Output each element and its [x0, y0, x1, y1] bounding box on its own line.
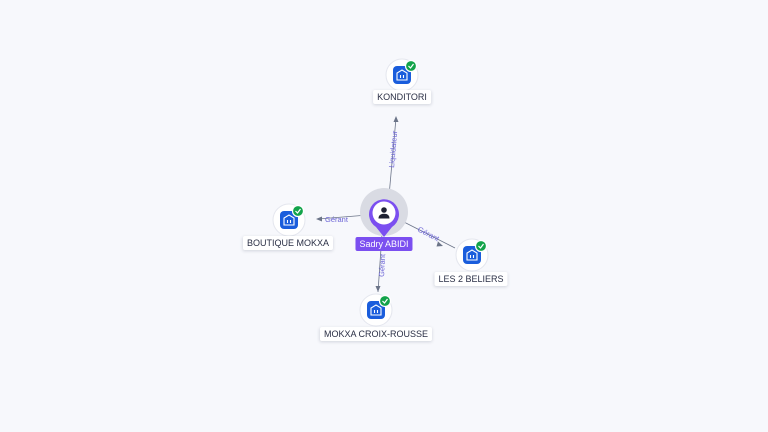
edge-les-2-beliers	[399, 219, 456, 249]
company-node-les-2-beliers[interactable]	[455, 238, 489, 272]
edge-label-boutique-mokxa: Gérant	[325, 215, 349, 224]
company-label-mokxa-croix-rousse[interactable]: MOKXA CROIX-ROUSSE	[319, 327, 433, 341]
edge-arrows	[316, 116, 443, 292]
arrow-boutique-mokxa	[316, 216, 322, 222]
company-node-mokxa-croix-rousse[interactable]	[359, 293, 393, 327]
arrow-mokxa-croix-rousse	[375, 286, 381, 292]
company-label-konditori[interactable]: KONDITORI	[373, 90, 431, 104]
arrow-les-2-beliers	[436, 241, 443, 247]
verified-check-icon	[474, 239, 488, 253]
person-node[interactable]	[360, 188, 408, 237]
company-label-boutique-mokxa[interactable]: BOUTIQUE MOKXA	[242, 236, 334, 250]
verified-check-icon	[404, 59, 418, 73]
person-marker-inner	[372, 201, 396, 225]
company-node-boutique-mokxa[interactable]	[272, 203, 306, 237]
person-label[interactable]: Sadry ABIDI	[355, 237, 413, 251]
person-icon	[378, 207, 390, 219]
arrow-konditori	[393, 116, 399, 122]
company-label-les-2-beliers[interactable]: LES 2 BELIERS	[434, 272, 508, 286]
edge-label-les-2-beliers: Gérant	[416, 225, 441, 244]
edge-konditori	[388, 117, 397, 197]
verified-check-icon	[378, 294, 392, 308]
company-node-konditori[interactable]	[385, 58, 419, 92]
edge-label-mokxa-croix-rousse: Gérant	[377, 253, 387, 277]
edge-label-konditori: Liquidateur	[387, 130, 399, 168]
edge-boutique-mokxa	[317, 214, 369, 220]
verified-check-icon	[291, 204, 305, 218]
